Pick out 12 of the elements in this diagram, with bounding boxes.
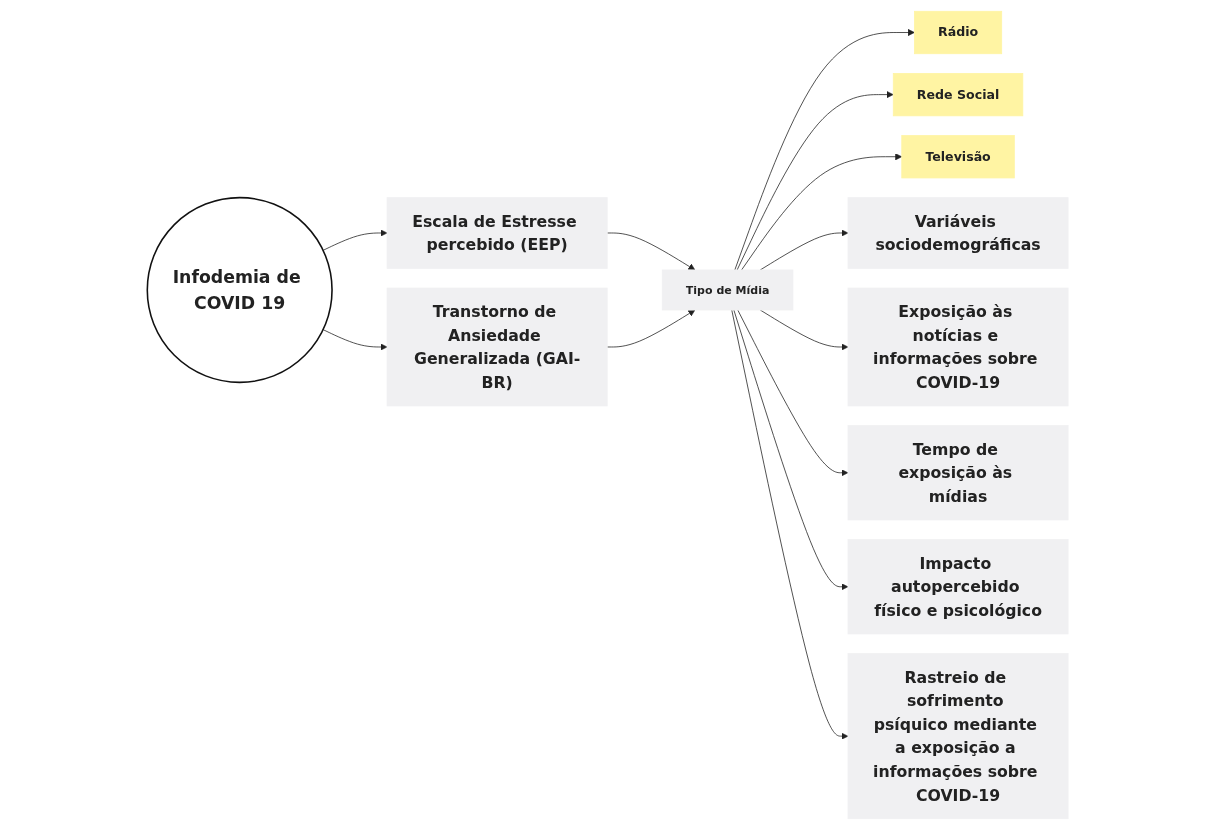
node-box: Exposição às notícias e informações sobre COVID-19 <box>847 287 1069 407</box>
node-box: Impacto autopercebido físico e psicológico <box>847 539 1069 635</box>
node-box: Rádio <box>914 10 1003 55</box>
node-box: Tipo de Mídia <box>662 269 794 311</box>
node-box: Rede Social <box>893 73 1024 117</box>
node-box: Televisão <box>901 135 1016 179</box>
node-box: Transtorno de Ansiedade Generalizada (GAI-BR) <box>386 287 608 407</box>
node-box: Escala de Estresse percebido (EEP) <box>386 197 608 269</box>
node-box: Rastreio de sofrimento psíquico mediante a exposição a informações sobre COVID-19 <box>847 653 1069 820</box>
node-box: Tempo de exposição às mídias <box>847 425 1069 521</box>
node-box: Variáveis sociodemográficas <box>847 197 1069 269</box>
node-circle: Infodemia de COVID 19 <box>146 196 334 384</box>
